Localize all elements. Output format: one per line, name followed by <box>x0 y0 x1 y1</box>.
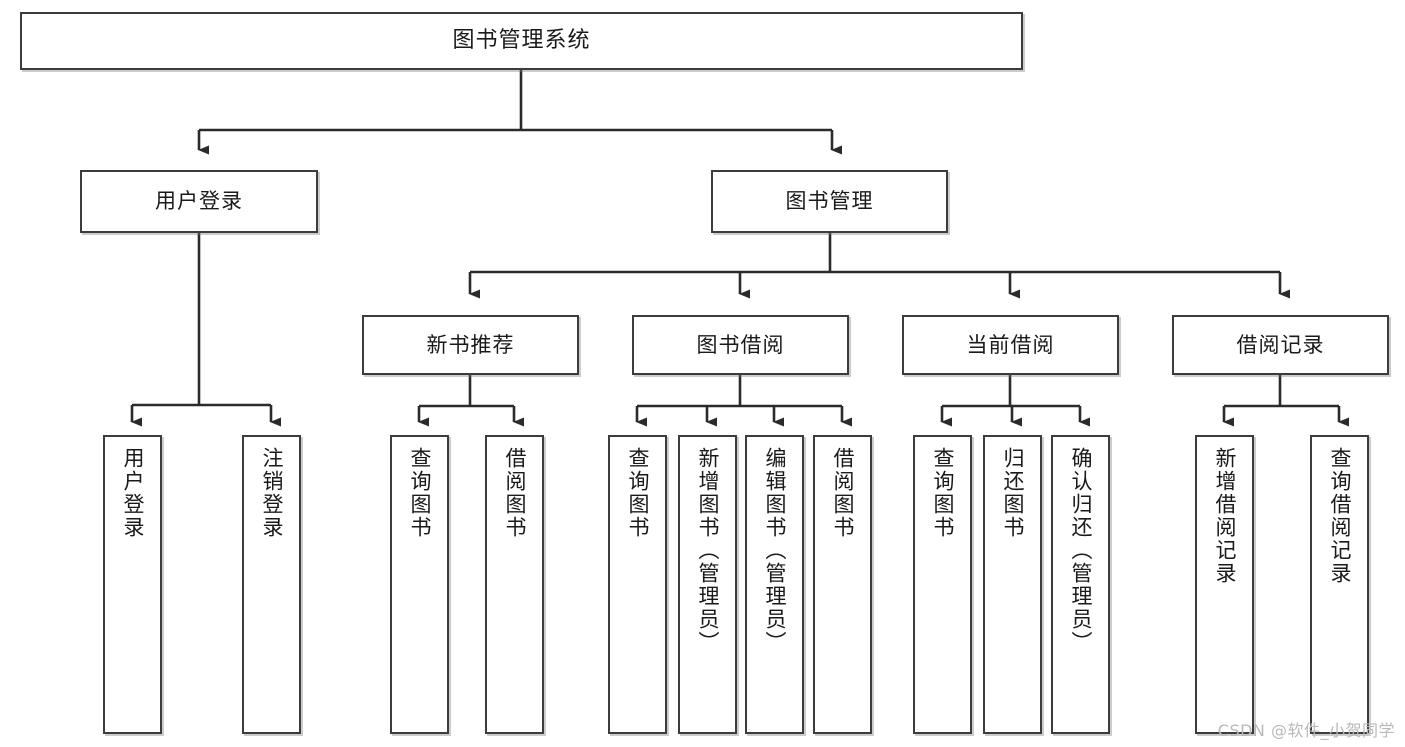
leaf-borrow-book-recommend[interactable]: 借阅图书 <box>485 435 544 734</box>
leaf-query-book-recommend-label: 查询图书 <box>407 447 432 539</box>
leaf-borrow-book-label: 借阅图书 <box>830 447 855 539</box>
leaf-return-book-label: 归还图书 <box>1000 447 1025 539</box>
node-borrow-record[interactable]: 借阅记录 <box>1172 315 1389 375</box>
leaf-edit-book-admin[interactable]: 编辑图书（管理员） <box>745 435 804 734</box>
leaf-user-login-label: 用户登录 <box>120 447 145 539</box>
leaf-borrow-book[interactable]: 借阅图书 <box>813 435 872 734</box>
leaf-confirm-return-admin-label: 确认归还（管理员） <box>1068 447 1093 654</box>
leaf-add-book-admin[interactable]: 新增图书（管理员） <box>678 435 737 734</box>
node-book-management-label: 图书管理 <box>785 189 874 214</box>
leaf-borrow-book-recommend-label: 借阅图书 <box>502 447 527 539</box>
leaf-user-login[interactable]: 用户登录 <box>103 435 162 734</box>
node-user-login-label: 用户登录 <box>155 189 243 214</box>
leaf-confirm-return-admin[interactable]: 确认归还（管理员） <box>1051 435 1110 734</box>
node-current-borrow-label: 当前借阅 <box>966 332 1055 357</box>
leaf-query-book-borrow[interactable]: 查询图书 <box>608 435 667 734</box>
node-new-book-recommend[interactable]: 新书推荐 <box>362 315 579 375</box>
leaf-query-borrow-record[interactable]: 查询借阅记录 <box>1310 435 1369 734</box>
leaf-edit-book-admin-label: 编辑图书（管理员） <box>762 447 787 654</box>
node-new-book-recommend-label: 新书推荐 <box>426 332 515 357</box>
leaf-query-book-current[interactable]: 查询图书 <box>913 435 972 734</box>
node-root-label: 图书管理系统 <box>452 28 591 54</box>
node-book-borrow-label: 图书借阅 <box>696 332 785 357</box>
leaf-query-book-current-label: 查询图书 <box>930 447 955 539</box>
node-current-borrow[interactable]: 当前借阅 <box>902 315 1119 375</box>
node-borrow-record-label: 借阅记录 <box>1236 332 1325 357</box>
node-root[interactable]: 图书管理系统 <box>20 12 1023 70</box>
leaf-query-borrow-record-label: 查询借阅记录 <box>1327 447 1352 585</box>
leaf-query-book-borrow-label: 查询图书 <box>625 447 650 539</box>
node-book-borrow[interactable]: 图书借阅 <box>632 315 849 375</box>
watermark: CSDN @软件_小贺同学 <box>1217 721 1395 740</box>
leaf-add-book-admin-label: 新增图书（管理员） <box>695 447 720 654</box>
leaf-add-borrow-record[interactable]: 新增借阅记录 <box>1195 435 1254 734</box>
node-user-login[interactable]: 用户登录 <box>80 170 318 233</box>
leaf-logout-label: 注销登录 <box>259 447 284 539</box>
leaf-return-book[interactable]: 归还图书 <box>983 435 1042 734</box>
leaf-query-book-recommend[interactable]: 查询图书 <box>390 435 449 734</box>
node-book-management[interactable]: 图书管理 <box>711 170 948 233</box>
leaf-add-borrow-record-label: 新增借阅记录 <box>1212 447 1237 585</box>
leaf-logout[interactable]: 注销登录 <box>242 435 301 734</box>
